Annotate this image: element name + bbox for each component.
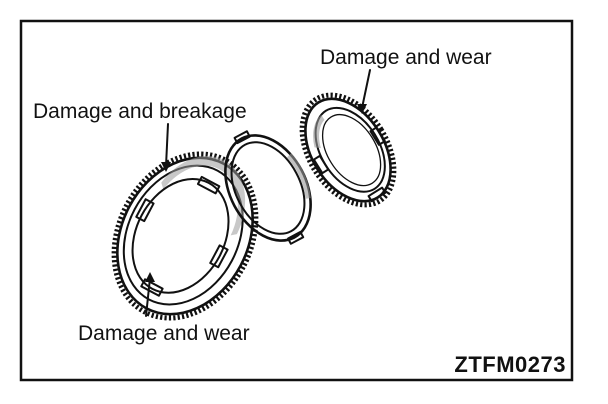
label-damage-and-wear-bottom: Damage and wear (78, 322, 250, 345)
left-ring-lug (135, 198, 155, 223)
leader-line-bottom (145, 277, 151, 317)
left-ring-rim (122, 164, 244, 306)
middle-ring-tab (233, 130, 251, 145)
middle-ring-tab (287, 230, 305, 245)
right-synchronizer-ring (299, 92, 397, 208)
figure-code: ZTFM0273 (454, 352, 566, 377)
right-ring-cone (314, 106, 386, 193)
left-ring-inner-edge (131, 178, 230, 294)
label-damage-and-breakage: Damage and breakage (33, 100, 247, 123)
leader-arrow-top-right (357, 104, 367, 114)
figure-frame (19, 19, 574, 382)
leader-line-top-left (165, 123, 169, 167)
left-ring-lug (209, 244, 229, 269)
right-ring-lug (312, 154, 330, 175)
right-ring-lug (367, 186, 387, 203)
left-synchronizer-ring (111, 151, 259, 321)
label-damage-and-wear-top: Damage and wear (320, 46, 492, 69)
left-ring-lug (196, 175, 221, 195)
left-ring-teeth (111, 151, 259, 321)
middle-ring (224, 130, 312, 245)
right-ring-inner-edge (321, 114, 382, 187)
leader-arrow-bottom (145, 272, 155, 282)
right-ring-teeth (299, 92, 397, 208)
left-ring-lug (140, 278, 164, 297)
middle-ring-outer-edge (224, 134, 312, 242)
right-ring-shading (313, 114, 325, 149)
left-ring-shading (161, 156, 246, 236)
middle-ring-shading (286, 152, 311, 199)
leader-line-top-right (361, 69, 371, 109)
right-ring-lug (369, 126, 386, 146)
leader-arrow-top-left (161, 162, 171, 172)
middle-ring-inner-edge (230, 141, 306, 235)
